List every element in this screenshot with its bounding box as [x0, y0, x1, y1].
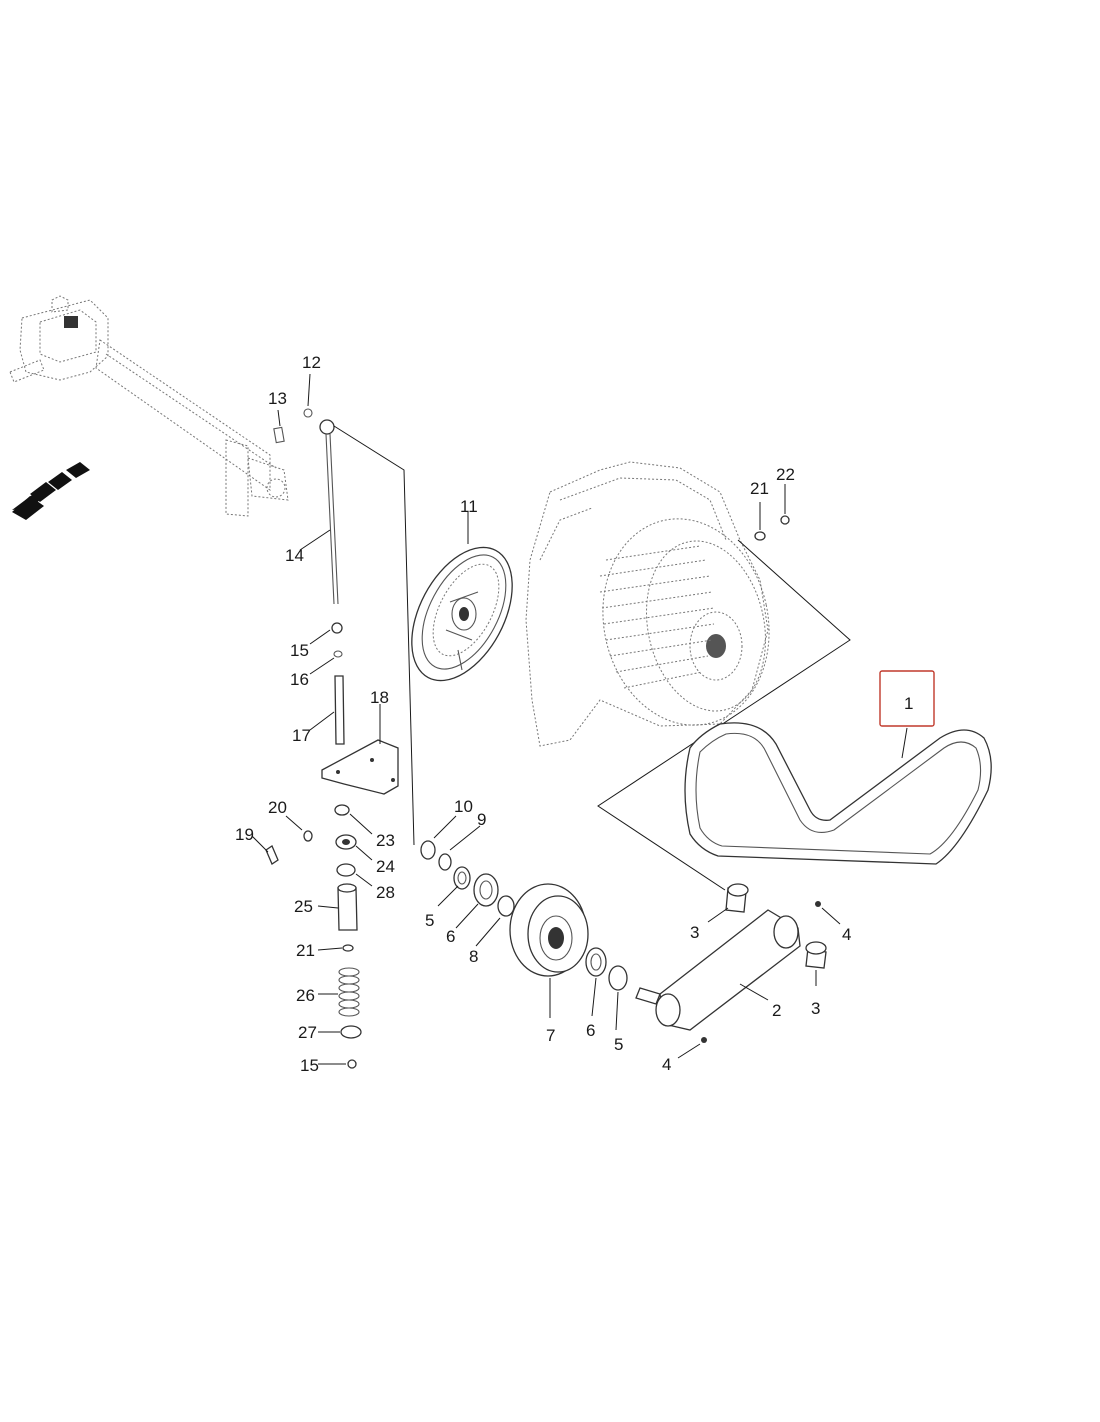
flat-pulley-part-11: [411, 546, 513, 682]
idler-pulley-part-7: [509, 883, 628, 991]
drive-belt-part-1: [684, 670, 992, 865]
leader-lines: [251, 373, 908, 1065]
direction-arrow-icon: [12, 462, 90, 520]
callout-14: 14: [285, 546, 304, 565]
callout-4: 4: [842, 925, 851, 944]
callout-22: 22: [776, 465, 795, 484]
callout-25: 25: [294, 897, 313, 916]
callout-19: 19: [235, 825, 254, 844]
callout-9: 9: [477, 810, 486, 829]
callout-5: 5: [425, 911, 434, 930]
callout-27: 27: [298, 1023, 317, 1042]
callout-2: 2: [772, 1001, 781, 1020]
callout-3: 3: [690, 923, 699, 942]
callout-12: 12: [302, 353, 321, 372]
bearing-set: [420, 840, 515, 917]
callout-3: 3: [811, 999, 820, 1018]
spring-stack: [265, 804, 362, 1069]
callout-4: 4: [662, 1055, 671, 1074]
callout-7: 7: [546, 1026, 555, 1045]
engine-studs: [754, 515, 790, 541]
callout-24: 24: [376, 857, 395, 876]
callout-10: 10: [454, 797, 473, 816]
callout-28: 28: [376, 883, 395, 902]
gearbox-assembly: [9, 295, 289, 517]
callout-6: 6: [586, 1021, 595, 1040]
callout-17: 17: [292, 726, 311, 745]
bracket-assembly: [321, 622, 399, 795]
callout-13: 13: [268, 389, 287, 408]
callout-15: 15: [300, 1056, 319, 1075]
callout-21: 21: [750, 479, 769, 498]
callout-20: 20: [268, 798, 287, 817]
callout-labels: 1 2 3 3 4 4 5 5 6 6 7 8 9 10 11 12 13 14…: [235, 353, 913, 1075]
callout-11: 11: [460, 497, 478, 516]
tension-arm-part-2: [635, 883, 827, 1043]
callout-21: 21: [296, 941, 315, 960]
callout-15: 15: [290, 641, 309, 660]
callout-1: 1: [904, 694, 913, 713]
callout-5: 5: [614, 1035, 623, 1054]
callout-26: 26: [296, 986, 315, 1005]
callout-6: 6: [446, 927, 455, 946]
callout-16: 16: [290, 670, 309, 689]
callout-23: 23: [376, 831, 395, 850]
callout-8: 8: [469, 947, 478, 966]
callout-18: 18: [370, 688, 389, 707]
tension-rod-part-14: [273, 408, 415, 846]
